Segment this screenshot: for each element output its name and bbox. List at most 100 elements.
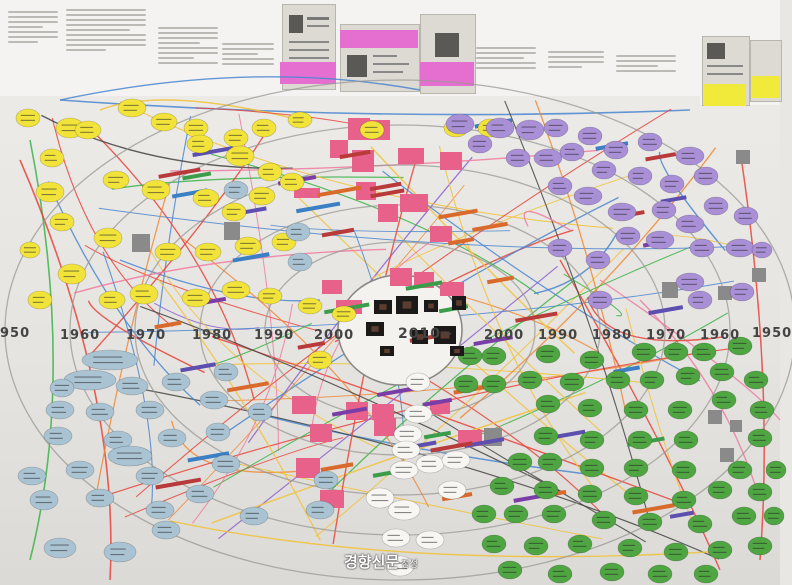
event-node bbox=[567, 534, 593, 554]
event-node bbox=[535, 344, 561, 364]
node-text-line bbox=[644, 376, 657, 378]
pink-note-card bbox=[400, 194, 428, 212]
event-node bbox=[691, 342, 717, 362]
event-node bbox=[605, 370, 631, 390]
slanted-tag bbox=[632, 503, 675, 515]
node-text-line bbox=[590, 261, 605, 263]
node-text-line bbox=[302, 307, 315, 309]
node-text-line bbox=[708, 207, 723, 209]
node-text-line bbox=[552, 187, 566, 189]
node-text-line bbox=[540, 400, 553, 402]
decade-ring bbox=[4, 79, 792, 581]
event-node bbox=[603, 140, 629, 160]
node-text-line bbox=[399, 430, 415, 432]
event-node bbox=[591, 510, 617, 530]
node-text-line bbox=[698, 570, 710, 572]
node-text-line bbox=[160, 248, 176, 250]
node-text-line bbox=[51, 406, 64, 408]
event-node bbox=[441, 450, 471, 470]
node-text-line bbox=[752, 542, 767, 544]
node-text-line bbox=[731, 244, 746, 246]
decade-label-right-1980: 1980 bbox=[592, 328, 633, 343]
node-text-line bbox=[538, 437, 551, 439]
decade-label-left-1960: 1960 bbox=[60, 328, 101, 343]
pink-note-card bbox=[390, 268, 412, 286]
event-node bbox=[707, 540, 733, 560]
node-text-line bbox=[24, 247, 36, 249]
event-node bbox=[141, 179, 171, 201]
event-node bbox=[725, 238, 755, 258]
event-node bbox=[65, 460, 95, 480]
event-node bbox=[579, 458, 605, 478]
node-text-line bbox=[681, 157, 696, 159]
node-text-line bbox=[245, 512, 259, 514]
event-node bbox=[389, 460, 419, 480]
node-text-line bbox=[486, 357, 498, 359]
node-text-line bbox=[584, 356, 599, 358]
node-text-line bbox=[227, 291, 245, 293]
event-node bbox=[547, 176, 573, 196]
node-text-line bbox=[80, 131, 94, 133]
slanted-tag bbox=[232, 252, 270, 263]
node-text-line bbox=[552, 249, 565, 251]
node-text-line bbox=[732, 471, 744, 473]
node-text-line bbox=[50, 544, 69, 546]
node-text-line bbox=[163, 439, 177, 441]
node-text-line bbox=[292, 263, 305, 265]
event-node bbox=[17, 466, 47, 486]
event-node bbox=[497, 560, 523, 580]
node-text-line bbox=[74, 376, 102, 378]
node-text-line bbox=[23, 477, 41, 479]
node-text-line bbox=[528, 547, 540, 549]
slanted-tag bbox=[376, 385, 419, 398]
connection-line bbox=[559, 259, 721, 571]
node-text-line bbox=[486, 385, 499, 387]
node-text-line bbox=[694, 244, 707, 246]
node-text-line bbox=[228, 191, 240, 193]
event-node bbox=[211, 454, 241, 474]
node-text-line bbox=[752, 547, 765, 549]
wall-text-column-4 bbox=[222, 40, 274, 68]
node-text-line bbox=[91, 494, 105, 496]
node-text-line bbox=[156, 118, 172, 120]
event-node bbox=[667, 400, 693, 420]
event-node bbox=[35, 181, 65, 203]
node-text-line bbox=[494, 482, 506, 484]
node-text-line bbox=[262, 168, 273, 170]
wall-text-column-2 bbox=[66, 6, 146, 54]
node-text-line bbox=[642, 523, 657, 525]
node-text-line bbox=[652, 570, 666, 572]
node-text-line bbox=[387, 534, 400, 536]
node-text-line bbox=[502, 566, 517, 568]
node-text-line bbox=[167, 378, 181, 380]
event-node bbox=[639, 370, 665, 390]
node-text-line bbox=[394, 512, 412, 514]
slanted-tag bbox=[192, 145, 234, 158]
node-text-line bbox=[54, 223, 66, 225]
event-node bbox=[607, 202, 637, 222]
node-text-line bbox=[636, 348, 650, 350]
node-text-line bbox=[311, 511, 324, 513]
node-text-line bbox=[582, 409, 596, 411]
event-node bbox=[135, 400, 165, 420]
node-text-line bbox=[93, 362, 123, 364]
event-node bbox=[675, 366, 701, 386]
gray-note-card bbox=[662, 282, 678, 298]
node-text-line bbox=[712, 486, 725, 488]
slanted-tag bbox=[180, 362, 216, 373]
node-text-line bbox=[540, 405, 555, 407]
center-photo-highlight bbox=[416, 334, 424, 340]
node-text-line bbox=[732, 347, 745, 349]
slanted-tag bbox=[472, 221, 508, 232]
node-text-line bbox=[486, 380, 500, 382]
node-text-line bbox=[371, 494, 387, 496]
node-text-line bbox=[302, 303, 317, 305]
node-text-line bbox=[579, 197, 592, 199]
event-node bbox=[85, 402, 115, 422]
event-node bbox=[385, 555, 415, 577]
slanted-tag bbox=[430, 441, 473, 453]
decade-label-left-2000: 2000 bbox=[314, 328, 355, 343]
node-text-line bbox=[502, 571, 517, 573]
center-photo-highlight bbox=[371, 326, 379, 332]
